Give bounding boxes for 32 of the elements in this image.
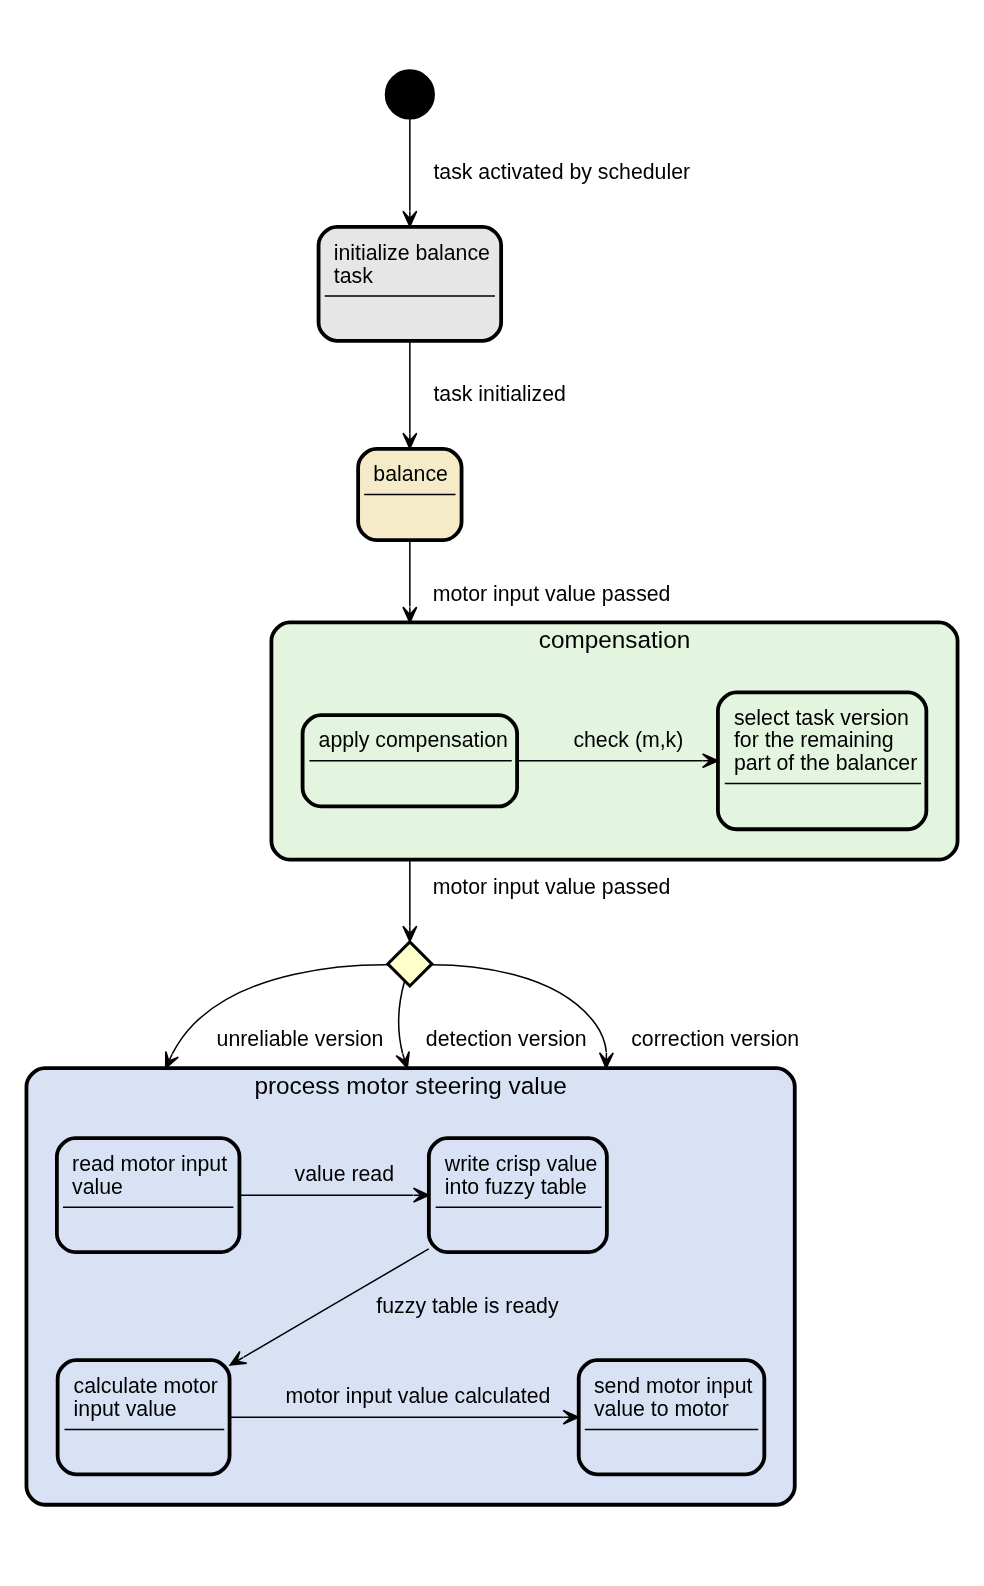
arrow — [228, 1409, 580, 1425]
edge-label: task initialized — [433, 381, 566, 406]
edge-label: motor input value passed — [432, 581, 671, 606]
edge-label: task activated by scheduler — [433, 159, 691, 184]
arrow — [238, 1187, 430, 1203]
node-box: read motor input value — [55, 1135, 242, 1254]
arrow — [395, 980, 410, 1069]
edge-label: motor input value passed — [432, 874, 671, 899]
arrow — [430, 963, 614, 1069]
node-circle — [384, 68, 435, 120]
node-box: balance — [356, 446, 464, 542]
arrow — [516, 752, 719, 768]
edge-label: value read — [294, 1161, 394, 1186]
node-diamond — [385, 939, 435, 988]
arrow — [402, 858, 418, 942]
node-box: initialize balance task — [316, 224, 504, 343]
edge-label: unreliable version — [216, 1026, 384, 1051]
node-box: write crisp value into fuzzy table — [426, 1135, 609, 1254]
node-box: apply compensation — [300, 712, 519, 808]
arrow — [402, 117, 418, 227]
arrow — [164, 963, 389, 1069]
arrow — [402, 339, 418, 449]
arrow — [402, 539, 418, 623]
edge-label: fuzzy table is ready — [376, 1293, 559, 1318]
edge-label: detection version — [425, 1026, 587, 1051]
arrow — [229, 1247, 430, 1366]
node-box: send motor input value to motor — [576, 1357, 767, 1476]
node-box: select task version for the remaining part of the balancer — [716, 689, 929, 831]
node-box: calculate motor input value — [55, 1357, 232, 1476]
edge-label: check (m,k) — [573, 727, 684, 752]
edge-label: motor input value calculated — [285, 1383, 551, 1408]
edge-label: correction version — [631, 1026, 800, 1051]
